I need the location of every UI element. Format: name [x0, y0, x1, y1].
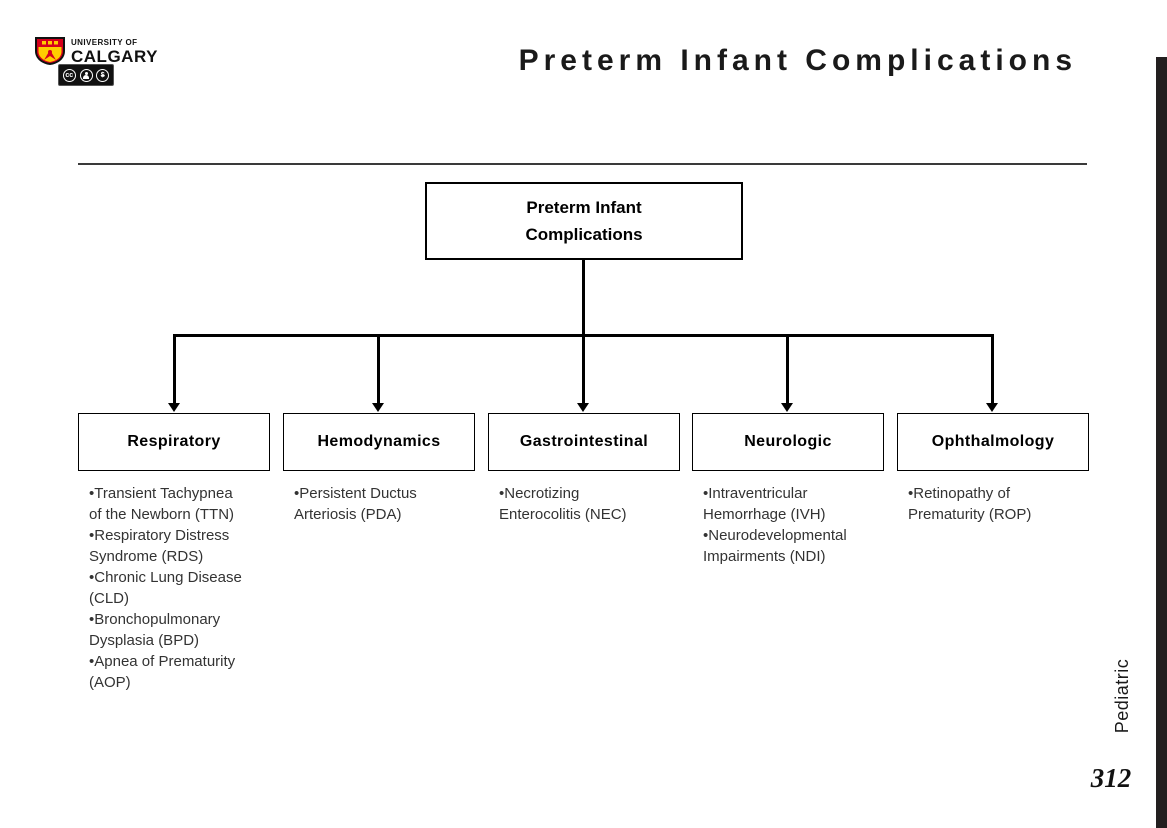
bullet-item: •Neurodevelopmental Impairments (NDI): [703, 527, 847, 565]
bullet-item: •Respiratory Distress Syndrome (RDS): [89, 527, 230, 565]
creative-commons-badge: cc $: [58, 64, 114, 86]
page-title: Preterm Infant Complications: [518, 44, 1077, 77]
root-node-preterm-infant-complications: Preterm Infant Complications: [425, 182, 743, 260]
bullet-item: •Persistent Ductus Arteriosis (PDA): [294, 485, 417, 523]
branch-ophthalmology: Ophthalmology •Retinopathy of Prematurit…: [897, 413, 1089, 525]
connector-drop-ophthalmology: [991, 334, 994, 404]
university-logo: UNIVERSITY OF CALGARY: [34, 36, 158, 66]
branch-box-ophthalmology: Ophthalmology: [897, 413, 1089, 471]
branch-list-hemodynamics: •Persistent Ductus Arteriosis (PDA): [294, 483, 452, 525]
branch-list-ophthalmology: •Retinopathy of Prematurity (ROP): [908, 483, 1066, 525]
bullet-item: •Retinopathy of Prematurity (ROP): [908, 485, 1032, 523]
connector-drop-gastrointestinal: [582, 334, 585, 404]
cc-icon: cc: [62, 68, 76, 82]
branch-label: Respiratory: [127, 433, 221, 450]
branch-neurologic: Neurologic •Intraventricular Hemorrhage …: [692, 413, 884, 567]
connector-drop-respiratory: [173, 334, 176, 404]
arrow-down-icon: [781, 403, 793, 412]
branch-list-respiratory: •Transient Tachypnea of the Newborn (TTN…: [89, 483, 247, 693]
bullet-item: •Necrotizing Enterocolitis (NEC): [499, 485, 627, 523]
arrow-down-icon: [986, 403, 998, 412]
branch-label: Neurologic: [744, 433, 832, 450]
bullet-item: •Chronic Lung Disease (CLD): [89, 569, 242, 607]
branch-list-neurologic: •Intraventricular Hemorrhage (IVH) •Neuro…: [703, 483, 861, 567]
bullet-item: •Apnea of Prematurity (AOP): [89, 653, 236, 691]
connector-root-stem: [582, 260, 585, 337]
branch-gastrointestinal: Gastrointestinal •Necrotizing Enterocoli…: [488, 413, 680, 525]
branch-label: Ophthalmology: [931, 433, 1055, 450]
branch-box-neurologic: Neurologic: [692, 413, 884, 471]
page-number: 312: [1090, 763, 1132, 793]
branch-box-respiratory: Respiratory: [78, 413, 270, 471]
branch-list-gastrointestinal: •Necrotizing Enterocolitis (NEC): [499, 483, 657, 525]
section-label-pediatric: Pediatric: [1112, 658, 1132, 734]
connector-drop-neurologic: [786, 334, 789, 404]
branch-label: Gastrointestinal: [519, 433, 649, 450]
uofc-shield-icon: [35, 37, 65, 65]
cc-nc-dollar-icon: $: [96, 68, 110, 82]
branch-respiratory: Respiratory •Transient Tachypnea of the …: [78, 413, 270, 693]
arrow-down-icon: [168, 403, 180, 412]
header-divider: [78, 163, 1087, 165]
logo-university-of-text: UNIVERSITY OF: [71, 38, 138, 47]
logo-calgary-text: CALGARY: [71, 47, 158, 66]
connector-drop-hemodynamics: [377, 334, 380, 404]
branch-box-hemodynamics: Hemodynamics: [283, 413, 475, 471]
branch-label: Hemodynamics: [317, 433, 441, 450]
arrow-down-icon: [577, 403, 589, 412]
arrow-down-icon: [372, 403, 384, 412]
right-accent-bar: [1156, 57, 1167, 828]
bullet-item: •Transient Tachypnea of the Newborn (TTN…: [89, 485, 235, 523]
cc-by-person-icon: [79, 68, 93, 82]
branch-hemodynamics: Hemodynamics •Persistent Ductus Arterios…: [283, 413, 475, 525]
bullet-item: •Bronchopulmonary Dysplasia (BPD): [89, 611, 221, 649]
root-node-label-line1: Preterm Infant: [526, 198, 642, 217]
bullet-item: •Intraventricular Hemorrhage (IVH): [703, 485, 826, 523]
branch-box-gastrointestinal: Gastrointestinal: [488, 413, 680, 471]
root-node-label-line2: Complications: [525, 225, 643, 244]
